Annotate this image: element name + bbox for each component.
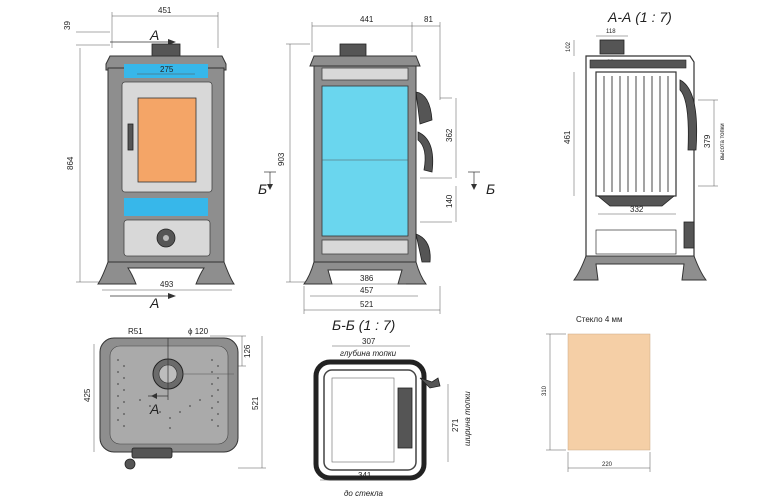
top-dim-radius: R51: [128, 327, 143, 336]
bb-label-width: ширина топки: [463, 391, 472, 446]
flue-collar: [151, 43, 181, 57]
side-dim-base-inner: 386: [360, 274, 374, 283]
section-aa: А-А (1 : 7) 118 98 102 461 332: [563, 9, 726, 281]
bb-handle: [419, 377, 441, 389]
bb-label-to-glass: до стекла: [344, 489, 383, 498]
bb-label-depth: глубина топки: [340, 349, 397, 358]
aa-dim-top-offset: 102: [566, 41, 572, 52]
door-handle: [127, 123, 134, 151]
side-flue-collar: [339, 43, 367, 57]
front-section-mark-bottom: A: [149, 295, 159, 311]
side-dim-top-width: 441: [360, 15, 374, 24]
side-dim-base-outer: 521: [360, 300, 374, 309]
front-dim-height: 864: [66, 156, 75, 170]
top-surface-texture: [117, 359, 219, 429]
side-bottom-ribs: [321, 239, 409, 255]
aa-dim-firebox-width: 332: [630, 205, 644, 214]
side-legs: [303, 261, 427, 285]
front-dim-base-width: 493: [160, 280, 174, 289]
aa-door-handle: [679, 79, 697, 151]
top-dim-flue-diameter: ϕ 120: [188, 327, 209, 336]
top-view: R51 ϕ 120 126 521 425 А: [83, 327, 266, 470]
top-section-mark: А: [149, 401, 159, 417]
aa-firebox-ribs: [603, 76, 669, 192]
aa-body-outline: [585, 55, 695, 259]
aa-grate: [596, 195, 676, 207]
side-dim-handle-offset: 81: [424, 15, 433, 24]
section-bb-title: Б-Б (1 : 7): [332, 317, 395, 333]
aa-dim-firebox-depth: 379: [703, 134, 712, 148]
glass-sheet: Стекло 4 мм 310 220: [542, 315, 651, 472]
glass-label: Стекло 4 мм: [576, 315, 623, 324]
aa-legs: [573, 255, 707, 281]
glass-dim-width: 220: [602, 462, 613, 468]
stove-legs: [97, 261, 235, 285]
aa-dim-firebox-height: 461: [563, 130, 572, 144]
glass-panel: [567, 333, 651, 451]
lower-glass-band: [124, 198, 208, 216]
aa-ash-pan: [595, 229, 677, 255]
side-dim-lower-height: 140: [445, 194, 454, 208]
top-dim-depth: 425: [83, 388, 92, 402]
side-ash-handle: [415, 233, 431, 263]
bb-outer-wall: [313, 359, 427, 481]
glass-dim-height: 310: [542, 385, 548, 396]
bb-door-section: [397, 387, 413, 449]
side-glass-panel: [321, 85, 409, 237]
top-dim-flue-offset: 126: [243, 344, 252, 358]
bb-inner-wall: [323, 369, 417, 471]
section-aa-title: А-А (1 : 7): [607, 9, 672, 25]
side-door-handle: [417, 131, 434, 173]
aa-label-firebox-height: высота топки: [720, 123, 726, 160]
bb-dim-to-glass: 341: [358, 471, 372, 480]
front-view: 451 39 864 A 275 493: [63, 6, 235, 311]
top-ash-knob-icon: [124, 458, 136, 470]
front-dim-window-width: 275: [160, 65, 174, 74]
front-dim-top-offset: 39: [63, 21, 72, 30]
aa-dim-flue-width: 118: [606, 29, 616, 35]
side-dim-height: 903: [277, 152, 286, 166]
bb-dim-width: 271: [451, 418, 460, 432]
front-section-mark-top: A: [149, 27, 159, 43]
side-top-plate: [309, 55, 421, 67]
side-dim-base-mid: 457: [360, 286, 374, 295]
aa-ash-handle: [683, 221, 695, 249]
side-dim-door-height: 362: [445, 128, 454, 142]
section-bb: Б-Б (1 : 7) 307 глубина топки 271 ширина…: [313, 317, 472, 498]
side-section-mark-right: Б: [486, 181, 495, 197]
side-door-handle-top: [415, 91, 433, 125]
side-top-ribs: [321, 67, 409, 81]
upper-glass-band: [124, 64, 208, 78]
top-plate-surface: [109, 345, 229, 445]
top-front-controls: [131, 447, 173, 459]
front-dim-top-width: 451: [158, 6, 172, 15]
side-section-mark-left: Б: [258, 181, 267, 197]
top-dim-total-depth: 521: [251, 396, 260, 410]
bb-firebox: [331, 377, 395, 463]
aa-top-plate: [589, 59, 687, 69]
aa-flue: [599, 39, 625, 55]
door-glass: [137, 97, 197, 183]
side-view: 441 81 903 Б Б 362 140: [258, 15, 495, 314]
bb-dim-depth: 307: [362, 337, 376, 346]
